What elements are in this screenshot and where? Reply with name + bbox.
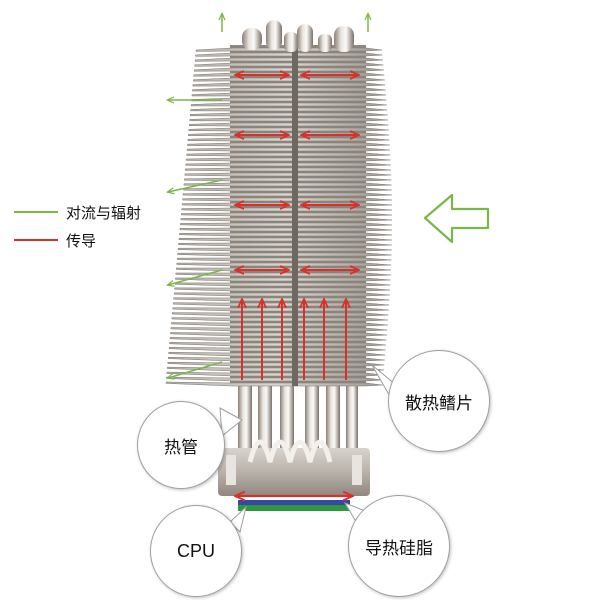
heat-pipe-callout-pointer — [219, 407, 243, 437]
fin-plate — [182, 192, 392, 197]
fin-stack-divider — [292, 44, 298, 386]
fin-plate — [183, 182, 392, 187]
fin-stack — [165, 44, 393, 387]
fin-plate — [178, 237, 392, 242]
heat-pipe-tops — [242, 20, 354, 52]
fin-plate — [181, 207, 392, 212]
fin-plate — [171, 322, 388, 327]
fin-plate — [188, 132, 390, 137]
fin-plate — [189, 117, 389, 122]
fin-plate — [174, 287, 390, 292]
heat-pipe-callout: 热管 — [137, 401, 225, 489]
fin-plate — [182, 197, 392, 202]
legend-conduction-label: 传导 — [66, 232, 97, 250]
fin-plate — [185, 157, 391, 162]
fin-plate — [180, 212, 393, 217]
fin-plate — [167, 356, 385, 362]
conduction-arrows — [236, 75, 358, 496]
hollow-left-arrow-icon — [423, 193, 490, 244]
fin-plate — [166, 376, 383, 382]
fin-plate — [184, 177, 392, 182]
fin-plate — [185, 167, 391, 172]
fin-plate — [187, 137, 390, 142]
fin-plate — [170, 332, 387, 337]
fin-plate — [191, 97, 387, 102]
fin-plate — [189, 112, 388, 117]
cpu-callout: CPU — [150, 505, 242, 597]
cpu-layer — [238, 505, 350, 511]
fin-plate — [185, 162, 391, 167]
heat-pipe-label: 热管 — [164, 437, 198, 458]
fin-plate — [191, 92, 387, 97]
cooler-base — [218, 439, 370, 496]
fin-plate — [177, 247, 392, 252]
fins-callout: 散热鳍片 — [388, 350, 490, 452]
fin-plate — [188, 127, 389, 132]
fin-plate — [171, 317, 389, 322]
convection-arrow — [168, 269, 223, 285]
fin-plate — [176, 262, 392, 267]
fin-plate — [172, 307, 389, 312]
fin-plate — [186, 152, 391, 157]
fin-plate — [180, 217, 393, 222]
fin-plate — [189, 122, 389, 127]
cpu-label: CPU — [176, 540, 215, 561]
fin-plate — [166, 371, 384, 377]
fin-plate — [190, 102, 387, 107]
fin-plate — [176, 257, 392, 262]
fin-plate — [184, 172, 392, 177]
convection-arrows — [168, 14, 368, 378]
fin-plate — [192, 82, 386, 87]
fin-plate — [187, 142, 390, 147]
fin-plate — [194, 62, 384, 67]
fin-plate — [172, 312, 389, 317]
fin-plate — [174, 282, 391, 287]
legend-convection-label: 对流与辐射 — [66, 204, 142, 222]
fin-plate — [180, 222, 393, 227]
fins-label: 散热鳍片 — [405, 393, 473, 414]
fin-plate — [183, 187, 392, 192]
fin-plate — [169, 342, 387, 347]
fin-plate — [168, 352, 386, 357]
fin-plate — [193, 77, 385, 82]
fin-plate — [194, 57, 383, 62]
fin-plate — [179, 232, 392, 237]
fin-plate — [175, 277, 391, 282]
fin-plate — [186, 147, 391, 152]
fin-plate — [192, 87, 386, 92]
fin-plate — [165, 381, 383, 387]
fin-plate — [177, 252, 392, 257]
fin-plate — [178, 242, 392, 247]
fin-plate — [169, 337, 387, 342]
fin-plate — [195, 52, 383, 57]
convection-arrow — [168, 361, 223, 378]
thermal-paste-callout: 导热硅脂 — [348, 495, 450, 597]
thermal-paste-label: 导热硅脂 — [365, 538, 433, 559]
fin-plate — [190, 107, 388, 112]
convection-arrow — [168, 179, 223, 192]
fin-plate — [179, 227, 392, 232]
fin-plate — [193, 67, 384, 72]
fin-plate — [170, 327, 388, 332]
thermal-paste-layer — [238, 500, 350, 505]
fin-plate — [168, 347, 386, 352]
fin-plate — [173, 292, 390, 297]
fin-plate — [167, 361, 385, 367]
